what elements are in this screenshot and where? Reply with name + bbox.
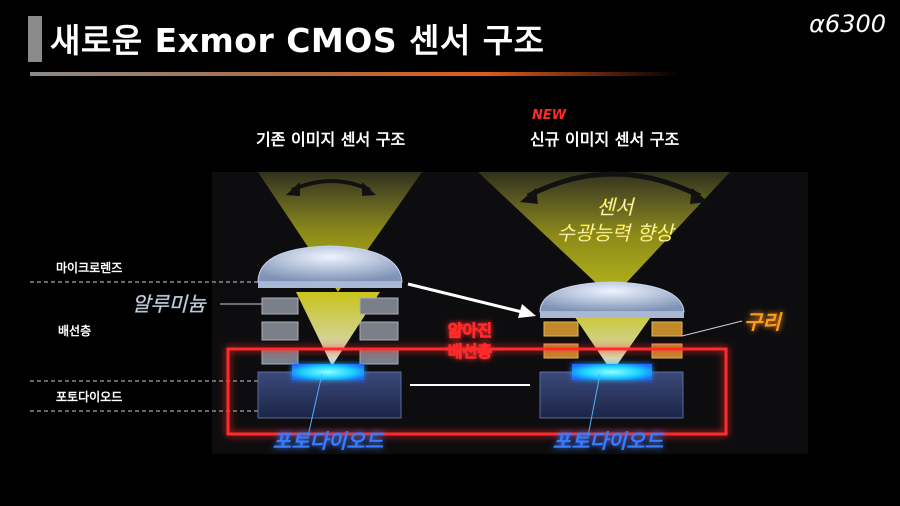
wiring-layer-label: 배선층: [58, 323, 91, 338]
right-structure-title: 신규 이미지 센서 구조: [530, 130, 679, 149]
photodiode-highlight-box: [226, 347, 728, 436]
model-number: 6300: [824, 10, 886, 38]
left-structure-title: 기존 이미지 센서 구조: [256, 130, 405, 149]
photodiode-label: 포토다이오드: [56, 389, 122, 404]
thinner-wiring-label-line2: 배선층: [448, 342, 492, 361]
title-underline: [30, 72, 680, 76]
copper-pointer: [681, 320, 743, 337]
microlens-label: 마이크로렌즈: [56, 260, 122, 275]
right-photodiode-pointer: [587, 373, 601, 437]
improvement-label-line1: 센서: [597, 195, 636, 219]
right-photodiode-glow: [572, 364, 652, 380]
right-light-cone: [478, 172, 730, 298]
left-light-focus: [296, 292, 380, 366]
right-microlens: [539, 281, 685, 313]
conventional-sensor: [257, 172, 422, 419]
new-badge: NEW: [532, 108, 567, 123]
left-photodiode-label: 포토다이오드: [273, 429, 385, 453]
copper-label: 구리: [744, 310, 783, 334]
left-photodiode-base: [257, 371, 402, 419]
title-accent-bar: [28, 16, 42, 62]
right-copper-wiring: [543, 321, 683, 359]
camera-model: α6300: [809, 10, 886, 38]
aluminum-label: 알루미늄: [132, 292, 207, 316]
thinner-wiring-label-line1: 얇아진: [448, 321, 492, 340]
page-title: 새로운 Exmor CMOS 센서 구조: [50, 21, 545, 60]
transition-arrow: [407, 282, 523, 314]
left-aluminum-wiring: [261, 297, 399, 365]
left-photodiode-pointer: [307, 373, 323, 437]
improvement-label-line2: 수광능력 향상: [557, 221, 676, 245]
right-angle-arrow: [526, 171, 702, 199]
left-microlens: [257, 245, 403, 283]
left-photodiode-glow: [292, 364, 364, 380]
right-photodiode-label: 포토다이오드: [553, 429, 665, 453]
right-light-focus: [566, 304, 660, 372]
alpha-logo: α: [809, 10, 825, 38]
left-light-cone: [258, 172, 422, 292]
new-sensor: [478, 171, 730, 419]
